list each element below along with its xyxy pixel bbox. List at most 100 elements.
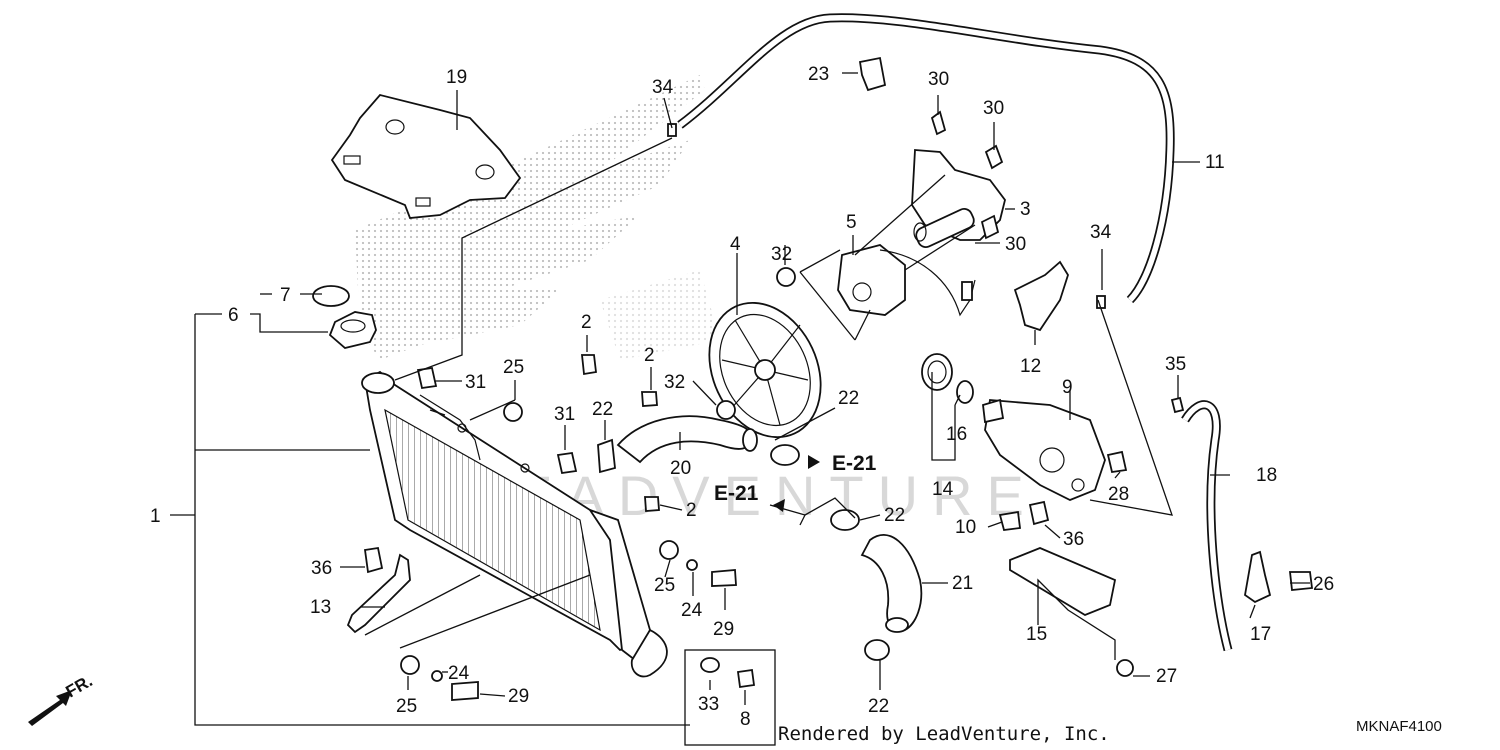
label-24-low: 24 <box>448 663 470 684</box>
radiator-cap-o-ring <box>312 285 350 307</box>
label-33: 33 <box>698 694 719 715</box>
label-12: 12 <box>1020 356 1041 377</box>
label-21: 21 <box>952 573 973 594</box>
leader-lines <box>170 72 1310 746</box>
render-credit: Rendered by LeadVenture, Inc. <box>778 723 1110 745</box>
heat-shield-slot <box>415 197 431 207</box>
hose-clamp <box>597 438 616 474</box>
heat-shield-hole <box>475 164 495 180</box>
nut <box>716 400 736 420</box>
hose-clamp <box>830 509 860 531</box>
wire-clamp-bracket <box>858 56 887 92</box>
radiator-upper-hose <box>616 415 753 464</box>
bolt <box>984 144 1004 170</box>
label-25-top: 25 <box>503 357 524 378</box>
label-6: 6 <box>228 305 239 326</box>
label-22-mid: 22 <box>884 505 905 526</box>
label-27: 27 <box>1156 666 1177 687</box>
e21-arrow-right <box>808 455 820 469</box>
clip <box>641 391 658 407</box>
label-2-top: 2 <box>581 312 592 333</box>
bolt <box>1028 500 1050 526</box>
hose-clamp <box>770 444 800 466</box>
label-25-low: 25 <box>396 696 417 717</box>
overflow-hose-inner <box>678 15 1173 302</box>
label-23: 23 <box>808 64 829 85</box>
hose-clamp <box>864 639 890 661</box>
label-4: 4 <box>730 234 741 255</box>
pump-inlet-pipe <box>982 398 1005 424</box>
label-25-mid: 25 <box>654 575 675 596</box>
label-29-mid: 29 <box>713 619 734 640</box>
label-36-right: 36 <box>1063 529 1084 550</box>
label-11: 11 <box>1205 152 1225 173</box>
label-17: 17 <box>1250 624 1271 645</box>
bolt <box>736 668 756 689</box>
heat-shield-slot <box>343 155 361 165</box>
label-8: 8 <box>740 709 751 730</box>
label-28: 28 <box>1108 484 1129 505</box>
nut <box>659 540 679 560</box>
label-32-top: 32 <box>771 244 792 265</box>
part-number-labels: 19 34 23 30 30 11 3 5 30 32 34 4 7 6 2 2… <box>150 64 1334 730</box>
watermark-wing-logo <box>355 75 720 360</box>
label-30-low: 30 <box>1005 234 1026 255</box>
fan-motor-hub <box>852 282 872 302</box>
fan-motor-wire <box>879 249 976 317</box>
pump-cover-boss <box>1039 447 1065 473</box>
washer <box>431 670 443 682</box>
grommet <box>556 451 578 475</box>
washer <box>686 559 698 571</box>
ref-e21-right: E-21 <box>832 452 877 475</box>
radiator-lower-hose <box>860 534 923 632</box>
bolt <box>451 681 479 701</box>
label-34-top: 34 <box>652 77 674 98</box>
label-36-left: 36 <box>311 558 332 579</box>
label-30-mid: 30 <box>983 98 1004 119</box>
label-22-low: 22 <box>868 696 889 717</box>
ref-e21-left: E-21 <box>714 482 759 505</box>
label-7: 7 <box>280 285 291 306</box>
guard-plate <box>1009 547 1117 617</box>
label-31-mid: 31 <box>554 404 575 425</box>
fan-cover <box>1013 260 1069 332</box>
label-18: 18 <box>1256 465 1277 486</box>
lower-hose-end <box>885 617 909 633</box>
upper-hose-end <box>742 428 758 452</box>
label-32-mid: 32 <box>664 372 685 393</box>
label-2-mid: 2 <box>644 345 655 366</box>
o-ring <box>956 380 974 404</box>
e21-arrow-left <box>773 499 785 512</box>
label-16: 16 <box>946 424 967 445</box>
heat-shield-plate <box>330 93 522 219</box>
fan-motor <box>837 244 906 316</box>
cooling-fan <box>708 301 822 439</box>
bolt <box>930 110 947 136</box>
label-2-low: 2 <box>686 500 697 521</box>
label-35: 35 <box>1165 354 1186 375</box>
label-3: 3 <box>1020 199 1031 220</box>
diagram-code: MKNAF4100 <box>1356 718 1442 735</box>
fan-motor-connector <box>961 281 973 301</box>
front-direction-arrow <box>28 690 72 726</box>
radiator-cap-top <box>340 319 366 333</box>
bolt <box>980 214 1000 240</box>
nut <box>503 402 523 422</box>
bolt <box>711 569 737 587</box>
fan-motor-stay <box>911 149 1006 241</box>
heat-shield-hole <box>385 119 405 135</box>
clip-35 <box>1170 396 1185 414</box>
flange-bolt <box>1116 659 1134 677</box>
label-19: 19 <box>446 67 467 88</box>
label-29-low: 29 <box>508 686 529 707</box>
radiator-lower-stay <box>346 553 411 634</box>
nut <box>776 267 796 287</box>
pipe-o-ring-inner <box>927 360 947 384</box>
hose-bracket <box>1244 550 1272 604</box>
radiator-cap <box>328 311 377 349</box>
pipe-o-ring <box>921 353 953 391</box>
label-10: 10 <box>955 517 976 538</box>
clip <box>644 496 660 512</box>
bolt <box>363 546 384 574</box>
label-34-right: 34 <box>1090 222 1112 243</box>
